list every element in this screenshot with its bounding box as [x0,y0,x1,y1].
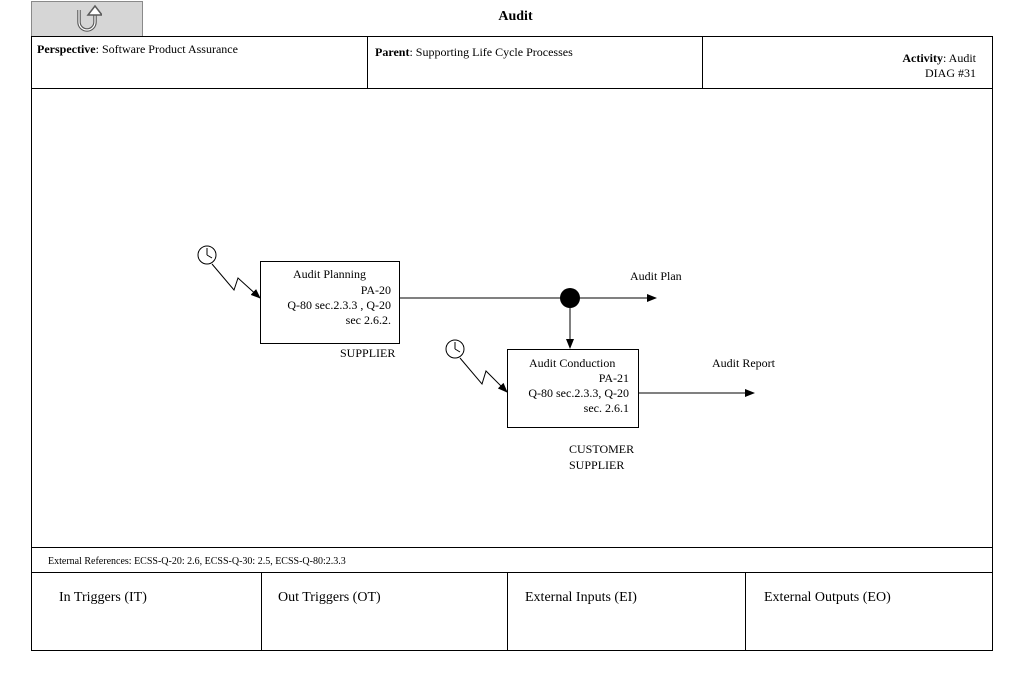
activity-ref: sec 2.6.2. [345,313,391,327]
activity-box-audit-conduction[interactable]: Audit Conduction PA-21 Q-80 sec.2.3.3, Q… [507,349,639,428]
external-references: External References: ECSS-Q-20: 2.6, ECS… [48,556,346,567]
activity-title: Audit Conduction [529,356,616,370]
activity-value: : Audit [942,51,976,65]
references-divider-top [31,547,993,548]
trigger-lightning-arrow [211,263,261,299]
activity-title: Audit Planning [293,267,367,281]
performer-label: CUSTOMER [569,442,635,456]
output-label-audit-plan: Audit Plan [630,269,682,283]
footer-col-divider-2 [507,572,508,651]
perspective-value: : Software Product Assurance [95,42,238,56]
references-divider-bottom [31,572,993,573]
performer-label: SUPPLIER [340,346,396,360]
activity-ref: Q-80 sec.2.3.3, Q-20 [528,386,629,400]
parent-field: Parent: Supporting Life Cycle Processes [375,45,573,60]
out-triggers-cell[interactable]: Out Triggers (OT) [278,590,381,605]
back-button[interactable] [31,1,143,37]
activity-id: PA-21 [598,371,629,385]
perspective-field: Perspective: Software Product Assurance [37,42,238,57]
activity-label: Activity [902,51,943,65]
parent-value: : Supporting Life Cycle Processes [409,45,573,59]
header-col-divider-2 [702,36,703,88]
activity-box-audit-planning[interactable]: Audit Planning PA-20 Q-80 sec.2.3.3 , Q-… [260,261,400,344]
page-title: Audit [498,9,533,24]
footer-col-divider-1 [261,572,262,651]
output-label-audit-report: Audit Report [712,356,775,370]
activity-id: PA-20 [360,283,391,297]
junction-dot [560,288,580,308]
activity-field: Activity: Audit [902,51,976,66]
parent-label: Parent [375,45,410,59]
footer-col-divider-3 [745,572,746,651]
header-divider [31,88,993,89]
trigger-lightning-arrow [459,357,508,393]
in-triggers-cell[interactable]: In Triggers (IT) [59,590,147,605]
diagram-frame [31,36,993,651]
activity-ref: Q-80 sec.2.3.3 , Q-20 [287,298,391,312]
header-col-divider-1 [367,36,368,88]
external-inputs-cell[interactable]: External Inputs (EI) [525,590,637,605]
clock-trigger-icon [445,339,465,359]
performer-label: SUPPLIER [569,458,625,472]
external-outputs-cell[interactable]: External Outputs (EO) [764,590,891,605]
clock-trigger-icon [197,245,217,265]
activity-ref: sec. 2.6.1 [583,401,629,415]
u-turn-back-icon [77,4,102,32]
perspective-label: Perspective [37,42,96,56]
diag-number: DIAG #31 [925,66,976,80]
